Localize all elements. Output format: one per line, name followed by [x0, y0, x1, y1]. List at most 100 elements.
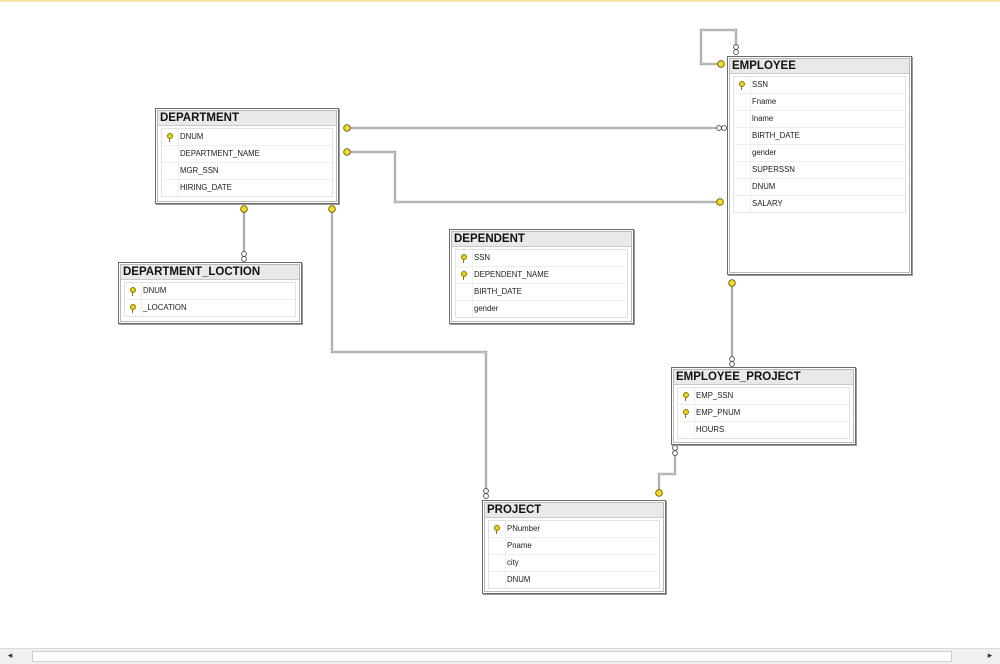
column-list: DNUM _LOCATION: [124, 282, 296, 317]
column-row[interactable]: lname: [734, 111, 905, 128]
column-name: DNUM: [143, 286, 167, 295]
entity-employee[interactable]: EMPLOYEE SSN Fname lname BIRTH_DATE gend…: [727, 56, 912, 275]
horizontal-scrollbar[interactable]: ◂ ▸: [0, 648, 1000, 664]
column-name: MGR_SSN: [180, 166, 219, 175]
key-end-marker: [716, 198, 724, 206]
column-row[interactable]: EMP_SSN: [678, 388, 849, 405]
column-name: lname: [752, 114, 774, 123]
infinity-marker: [241, 256, 247, 262]
entity-department-loction[interactable]: DEPARTMENT_LOCTION DNUM _LOCATION: [118, 262, 302, 324]
column-list: SSN Fname lname BIRTH_DATE gender SUPERS…: [733, 76, 906, 213]
column-list: DNUM DEPARTMENT_NAME MGR_SSN HIRING_DATE: [161, 128, 333, 197]
infinity-marker: [483, 493, 489, 499]
infinity-marker: [721, 125, 727, 131]
column-name: SALARY: [752, 199, 783, 208]
relationship-employee-department-mgr[interactable]: [346, 150, 723, 204]
relationship-lines: [240, 28, 739, 499]
column-name: SSN: [752, 80, 769, 89]
column-name: Pname: [507, 541, 532, 550]
primary-key-icon: [460, 254, 467, 263]
column-list: EMP_SSN EMP_PNUM HOURS: [677, 387, 850, 439]
key-end-marker: [343, 148, 351, 156]
column-name: DNUM: [507, 575, 531, 584]
scroll-right-arrow-icon[interactable]: ▸: [987, 651, 993, 661]
column-row[interactable]: SSN: [456, 250, 627, 267]
column-name: gender: [474, 304, 499, 313]
entity-department[interactable]: DEPARTMENT DNUM DEPARTMENT_NAME MGR_SSN …: [155, 108, 339, 204]
column-name: PNumber: [507, 524, 540, 533]
relationship-project-employee-project[interactable]: [657, 451, 677, 496]
primary-key-icon: [166, 133, 173, 142]
infinity-marker: [716, 125, 722, 131]
key-end-marker: [717, 60, 725, 68]
key-end-marker: [655, 489, 663, 497]
scrollbar-thumb[interactable]: [32, 651, 952, 662]
column-name: HOURS: [696, 425, 725, 434]
diagram-canvas[interactable]: DEPARTMENT DNUM DEPARTMENT_NAME MGR_SSN …: [0, 2, 1000, 648]
column-name: DNUM: [752, 182, 776, 191]
column-name: Fname: [752, 97, 777, 106]
column-row[interactable]: DNUM: [162, 129, 332, 146]
primary-key-icon: [460, 271, 467, 280]
infinity-marker: [729, 356, 735, 362]
column-name: EMP_PNUM: [696, 408, 741, 417]
scroll-left-arrow-icon[interactable]: ◂: [7, 651, 13, 661]
infinity-marker: [483, 488, 489, 494]
column-name: SSN: [474, 253, 491, 262]
entity-employee-project[interactable]: EMPLOYEE_PROJECT EMP_SSN EMP_PNUM HOURS: [671, 367, 856, 445]
column-row[interactable]: MGR_SSN: [162, 163, 332, 180]
column-row[interactable]: DNUM: [125, 283, 295, 300]
column-row[interactable]: DNUM: [734, 179, 905, 196]
infinity-marker: [672, 450, 678, 456]
column-row[interactable]: DNUM: [489, 572, 659, 588]
column-name: DNUM: [180, 132, 204, 141]
entity-title: DEPARTMENT_LOCTION: [121, 265, 299, 280]
infinity-marker: [729, 361, 735, 367]
column-name: EMP_SSN: [696, 391, 734, 400]
column-name: city: [507, 558, 519, 567]
column-name: DEPARTMENT_NAME: [180, 149, 260, 158]
column-row[interactable]: HIRING_DATE: [162, 180, 332, 196]
infinity-marker: [241, 251, 247, 257]
entity-title: DEPARTMENT: [158, 111, 336, 126]
primary-key-icon: [129, 287, 136, 296]
column-row[interactable]: EMP_PNUM: [678, 405, 849, 422]
column-name: _LOCATION: [143, 303, 187, 312]
entity-title: EMPLOYEE_PROJECT: [674, 370, 853, 385]
column-row[interactable]: SSN: [734, 77, 905, 94]
key-end-marker: [728, 279, 736, 287]
primary-key-icon: [682, 409, 689, 418]
column-name: HIRING_DATE: [180, 183, 232, 192]
column-row[interactable]: DEPARTMENT_NAME: [162, 146, 332, 163]
column-row[interactable]: BIRTH_DATE: [734, 128, 905, 145]
column-row[interactable]: city: [489, 555, 659, 572]
column-row[interactable]: BIRTH_DATE: [456, 284, 627, 301]
key-end-marker: [240, 205, 248, 213]
column-row[interactable]: _LOCATION: [125, 300, 295, 316]
column-row[interactable]: SALARY: [734, 196, 905, 212]
column-name: gender: [752, 148, 777, 157]
column-row[interactable]: HOURS: [678, 422, 849, 438]
primary-key-icon: [129, 304, 136, 313]
column-row[interactable]: Pname: [489, 538, 659, 555]
column-row[interactable]: PNumber: [489, 521, 659, 538]
primary-key-icon: [682, 392, 689, 401]
entity-dependent[interactable]: DEPENDENT SSN DEPENDENT_NAME BIRTH_DATE …: [449, 229, 634, 324]
column-row[interactable]: Fname: [734, 94, 905, 111]
entity-title: PROJECT: [485, 503, 663, 518]
entity-title: EMPLOYEE: [730, 59, 909, 74]
column-row[interactable]: gender: [456, 301, 627, 317]
column-list: SSN DEPENDENT_NAME BIRTH_DATE gender: [455, 249, 628, 318]
primary-key-icon: [493, 525, 500, 534]
top-accent-bar: [0, 0, 1000, 2]
column-name: SUPERSSN: [752, 165, 795, 174]
entity-title: DEPENDENT: [452, 232, 631, 247]
column-row[interactable]: DEPENDENT_NAME: [456, 267, 627, 284]
infinity-marker: [672, 445, 678, 451]
infinity-marker: [733, 44, 739, 50]
column-name: DEPENDENT_NAME: [474, 270, 549, 279]
infinity-marker: [733, 49, 739, 55]
column-row[interactable]: SUPERSSN: [734, 162, 905, 179]
entity-project[interactable]: PROJECT PNumber Pname city DNUM: [482, 500, 666, 594]
column-row[interactable]: gender: [734, 145, 905, 162]
